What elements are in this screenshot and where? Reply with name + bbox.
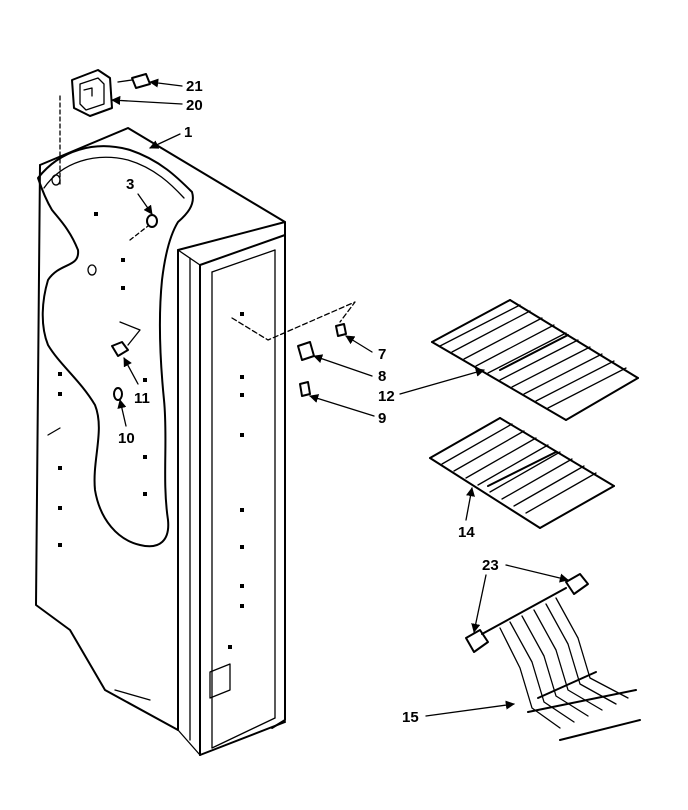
shelf-support-right-lower	[299, 381, 311, 397]
light-socket-housing	[59, 69, 113, 186]
callout-7: 7	[378, 346, 386, 363]
callout-15: 15	[402, 709, 419, 726]
shelf-end-cap	[465, 573, 589, 653]
shelf-support	[111, 321, 141, 357]
callout-1: 1	[184, 124, 192, 141]
wire-shelf-lower	[429, 417, 615, 529]
shelf-stud	[129, 214, 158, 241]
callout-10: 10	[118, 430, 135, 447]
callout-3: 3	[126, 176, 134, 193]
callout-8: 8	[378, 368, 386, 385]
shelf-support-lower	[113, 387, 123, 401]
wire-basket-ramp	[481, 587, 641, 741]
freezer-liner	[35, 127, 286, 756]
screw	[117, 73, 151, 89]
callout-23: 23	[482, 557, 499, 574]
wire-shelf-upper	[431, 299, 639, 421]
shelf-stud-right	[231, 301, 356, 341]
shelf-support-right	[297, 341, 315, 361]
callout-21: 21	[186, 78, 203, 95]
callout-14: 14	[458, 524, 475, 541]
callout-20: 20	[186, 97, 203, 114]
callout-9: 9	[378, 410, 386, 427]
callout-12: 12	[378, 388, 395, 405]
callout-leaders	[111, 78, 569, 717]
callout-11: 11	[134, 390, 150, 407]
